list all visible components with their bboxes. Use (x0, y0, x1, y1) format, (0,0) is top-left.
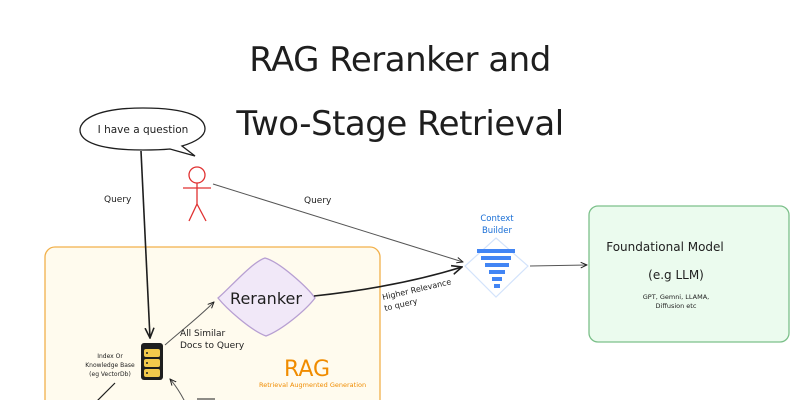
index-label-line-1: Index Or (97, 353, 123, 360)
context-builder-label-line-2: Builder (482, 226, 513, 236)
context-to-model-arrow (529, 265, 587, 266)
foundational-model-detail-line-1: GPT, Gemni, LLAMA, (643, 293, 709, 301)
speech-bubble-text: I have a question (98, 124, 189, 136)
rag-subtitle: Retrieval Augmented Generation (259, 381, 366, 389)
query-arrow-down (140, 150, 150, 338)
query-label-down: Query (104, 195, 132, 205)
foundational-model-detail-line-2: Diffusion etc (656, 302, 697, 310)
foundational-model-title: Foundational Model (606, 240, 724, 254)
speech-bubble (79, 107, 206, 157)
rag-title: RAG (284, 357, 330, 382)
query-label-across: Query (304, 196, 332, 206)
reranker-node[interactable] (217, 257, 316, 337)
diagram-title-line-1: RAG Reranker and (249, 40, 551, 80)
diagram-title-line-2: Two-Stage Retrieval (236, 104, 564, 144)
reranker-label: Reranker (230, 289, 302, 308)
index-label-line-3: (eg VectorDb) (89, 371, 131, 378)
user-figure-icon (183, 166, 211, 222)
all-similar-label-line-2: Docs to Query (180, 341, 245, 351)
incoming-arrow-left (97, 382, 116, 400)
database-icon (141, 343, 163, 380)
foundational-model-subtitle: (e.g LLM) (648, 268, 704, 282)
higher-relevance-label-line-1: Higher Relevance (381, 277, 452, 302)
all-similar-label-line-1: All Similar (180, 329, 226, 339)
query-arrow-across (212, 183, 463, 262)
context-builder-label-line-1: Context (480, 214, 514, 224)
all-similar-arrow (164, 302, 214, 346)
foundational-model-box (588, 205, 790, 343)
context-builder-icon[interactable] (464, 237, 529, 298)
higher-relevance-arrow (313, 267, 462, 297)
index-label-line-2: Knowledge Base (85, 362, 135, 369)
